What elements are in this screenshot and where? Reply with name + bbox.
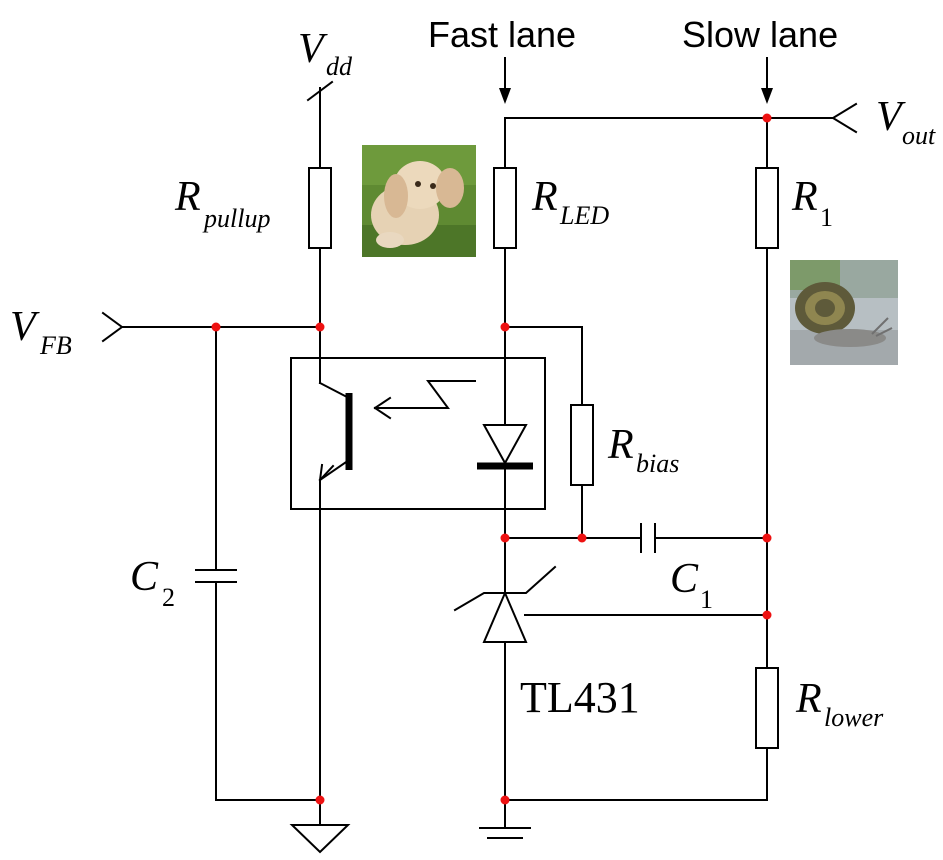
snail-photo bbox=[790, 260, 898, 365]
svg-text:2: 2 bbox=[162, 583, 175, 612]
svg-text:C: C bbox=[670, 556, 699, 602]
tl431-regulator-icon bbox=[453, 565, 557, 643]
fast-lane-arrow-icon bbox=[499, 57, 511, 104]
light-arrow-icon bbox=[373, 380, 476, 420]
junction-dot bbox=[762, 533, 772, 543]
c1-label: C 1 bbox=[670, 556, 713, 614]
r-led-label: R LED bbox=[531, 174, 609, 230]
optocoupler-box bbox=[290, 357, 546, 510]
svg-text:out: out bbox=[902, 121, 936, 150]
junction-dot bbox=[500, 533, 510, 543]
r-led-resistor bbox=[493, 167, 517, 249]
c1-capacitor-icon bbox=[640, 523, 656, 553]
svg-text:FB: FB bbox=[39, 331, 72, 360]
vfb-label: V FB bbox=[10, 304, 72, 360]
r-pullup-label: R pullup bbox=[174, 174, 270, 233]
ground-triangle-icon bbox=[289, 824, 351, 854]
svg-text:R: R bbox=[174, 174, 201, 220]
vfb-terminal-icon bbox=[101, 311, 124, 343]
tl431-label: TL431 bbox=[520, 673, 640, 722]
vdd-label: V dd bbox=[298, 26, 353, 81]
vdd-terminal-icon bbox=[306, 80, 334, 102]
rabbit-photo bbox=[362, 145, 476, 257]
svg-text:V: V bbox=[876, 94, 906, 140]
r1-label: R 1 bbox=[791, 174, 833, 232]
junction-dot bbox=[315, 795, 325, 805]
r1-resistor bbox=[755, 167, 779, 249]
svg-text:1: 1 bbox=[820, 203, 833, 232]
junction-dot bbox=[500, 322, 510, 332]
svg-text:1: 1 bbox=[700, 585, 713, 614]
junction-dot bbox=[577, 533, 587, 543]
emitter-arrow-icon bbox=[318, 463, 335, 482]
svg-text:V: V bbox=[298, 26, 328, 72]
junction-dot bbox=[762, 113, 772, 123]
slow-lane-label: Slow lane bbox=[682, 14, 838, 55]
r-bias-resistor bbox=[570, 404, 594, 486]
svg-text:C: C bbox=[130, 554, 159, 600]
svg-text:bias: bias bbox=[636, 449, 679, 478]
svg-text:dd: dd bbox=[326, 52, 353, 81]
led-diode-icon bbox=[477, 424, 533, 470]
r-lower-resistor bbox=[755, 667, 779, 749]
svg-text:V: V bbox=[10, 304, 40, 350]
svg-text:R: R bbox=[791, 174, 818, 220]
svg-text:LED: LED bbox=[559, 201, 609, 230]
junctions bbox=[211, 113, 772, 805]
svg-text:R: R bbox=[607, 422, 634, 468]
slow-lane-arrow-icon bbox=[761, 57, 773, 104]
junction-dot bbox=[211, 322, 221, 332]
junction-dot bbox=[500, 795, 510, 805]
c2-capacitor-icon bbox=[195, 569, 237, 583]
ground-bars-icon bbox=[479, 827, 531, 839]
svg-text:R: R bbox=[531, 174, 558, 220]
vout-terminal-icon bbox=[831, 102, 858, 134]
fast-lane-label: Fast lane bbox=[428, 14, 576, 55]
svg-text:R: R bbox=[795, 676, 822, 722]
r-bias-label: R bias bbox=[607, 422, 679, 478]
r-pullup-resistor bbox=[308, 167, 332, 249]
junction-dot bbox=[315, 322, 325, 332]
c2-label: C 2 bbox=[130, 554, 175, 612]
junction-dot bbox=[762, 610, 772, 620]
wires bbox=[121, 87, 834, 829]
svg-text:pullup: pullup bbox=[202, 204, 270, 233]
vout-label: V out bbox=[876, 94, 936, 150]
r-lower-label: R lower bbox=[795, 676, 884, 732]
svg-text:lower: lower bbox=[824, 703, 884, 732]
